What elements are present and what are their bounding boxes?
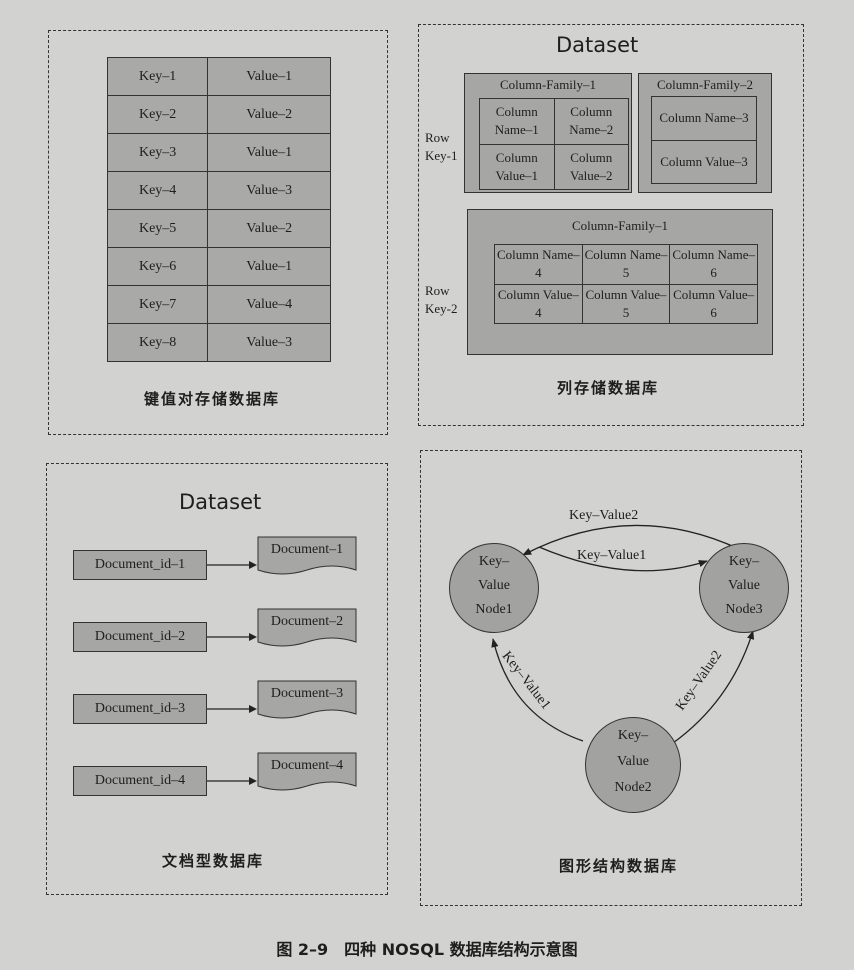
column-value-1: Column Value–1 (479, 143, 555, 190)
document-label: Document–4 (270, 758, 344, 773)
document-shape: Document–1 (257, 536, 357, 578)
document-arrow (207, 777, 257, 785)
graph-node-3: Key– Value Node3 (699, 543, 789, 633)
edge-node2-to-node3 (672, 630, 755, 744)
document-label: Document–2 (270, 614, 344, 629)
column-value-2: Column Value–2 (553, 143, 629, 190)
document-id-box: Document_id–1 (73, 550, 207, 580)
graph-node-2: Key– Value Node2 (585, 717, 681, 813)
edge-node1-to-node3 (538, 546, 708, 572)
row-key-2-label: Row Key-2 (425, 283, 458, 316)
column-family-1-row1: Column-Family–1 Column Name–1 Column Nam… (464, 73, 632, 193)
document-id-box: Document_id–3 (73, 694, 207, 724)
column-family-label: Column-Family–1 (499, 77, 597, 92)
kv-key-cell: Key–2 (106, 95, 209, 134)
document-arrow (207, 705, 257, 713)
kv-key-cell: Key–6 (106, 247, 209, 286)
document-arrow (207, 633, 257, 641)
kv-store-caption: 键值对存储数据库 (144, 390, 281, 408)
document-id-box: Document_id–4 (73, 766, 207, 796)
document-arrow (207, 561, 257, 569)
kv-value-cell: Value–1 (207, 57, 331, 96)
column-value-4: Column Value–4 (494, 283, 583, 324)
kv-value-cell: Value–4 (207, 285, 331, 324)
column-grid-row1-cf1: Column Name–1 Column Name–2 Column Value… (479, 98, 629, 190)
column-name-4: Column Name–4 (494, 244, 583, 285)
document-shape: Document–3 (257, 680, 357, 722)
document-shape: Document–2 (257, 608, 357, 650)
edge-label-top: Key–Value2 (569, 508, 639, 523)
column-family-label: Column-Family–1 (571, 218, 669, 233)
document-store-caption: 文档型数据库 (162, 852, 265, 870)
kv-key-cell: Key–4 (106, 171, 209, 210)
edge-node3-to-node1 (522, 524, 740, 556)
column-name-2: Column Name–2 (553, 98, 629, 145)
graph-edges (491, 524, 755, 744)
column-value-6: Column Value–6 (669, 283, 758, 324)
kv-value-cell: Value–1 (207, 133, 331, 172)
edge-label-middle: Key–Value1 (577, 548, 647, 563)
column-store-title: Dataset (556, 33, 639, 57)
column-store-caption: 列存储数据库 (557, 379, 660, 397)
document-id-box: Document_id–2 (73, 622, 207, 652)
column-name-1: Column Name–1 (479, 98, 555, 145)
column-name-6: Column Name–6 (669, 244, 758, 285)
kv-value-cell: Value–3 (207, 171, 331, 210)
column-store-panel: Dataset Row Key-1 Column-Family–1 Column… (418, 24, 804, 426)
document-label: Document–3 (270, 686, 344, 701)
edge-node2-to-node1 (491, 638, 584, 742)
graph-store-caption: 图形结构数据库 (559, 857, 679, 875)
kv-value-cell: Value–1 (207, 247, 331, 286)
document-label: Document–1 (270, 542, 344, 557)
graph-node-1: Key– Value Node1 (449, 543, 539, 633)
column-name-3: Column Name–3 (651, 96, 757, 141)
graph-store-panel: Key–Value2 Key–Value1 Key–Value1 Key–Val… (420, 450, 802, 906)
column-family-2-row1: Column-Family–2 Column Name–3 Column Val… (638, 73, 772, 193)
column-family-label: Column-Family–2 (656, 77, 754, 92)
document-shape: Document–4 (257, 752, 357, 794)
kv-key-cell: Key–7 (106, 285, 209, 324)
row-key-1-label: Row Key-1 (425, 130, 458, 163)
kv-key-cell: Key–8 (106, 323, 209, 362)
column-value-3: Column Value–3 (651, 139, 757, 184)
kv-value-cell: Value–2 (207, 209, 331, 248)
column-grid-row1-cf2: Column Name–3 Column Value–3 (651, 96, 757, 184)
column-value-5: Column Value–5 (581, 283, 671, 324)
figure-caption: 图 2–9 四种 NOSQL 数据库结构示意图 (276, 940, 578, 959)
column-name-5: Column Name–5 (581, 244, 671, 285)
kv-key-cell: Key–3 (106, 133, 209, 172)
kv-key-cell: Key–1 (106, 57, 209, 96)
column-grid-row2-cf1: Column Name–4 Column Name–5 Column Name–… (494, 244, 758, 324)
kv-value-cell: Value–2 (207, 95, 331, 134)
kv-value-cell: Value–3 (207, 323, 331, 362)
kv-key-cell: Key–5 (106, 209, 209, 248)
document-store-title: Dataset (179, 490, 262, 514)
column-family-1-row2: Column-Family–1 Column Name–4 Column Nam… (467, 209, 773, 355)
